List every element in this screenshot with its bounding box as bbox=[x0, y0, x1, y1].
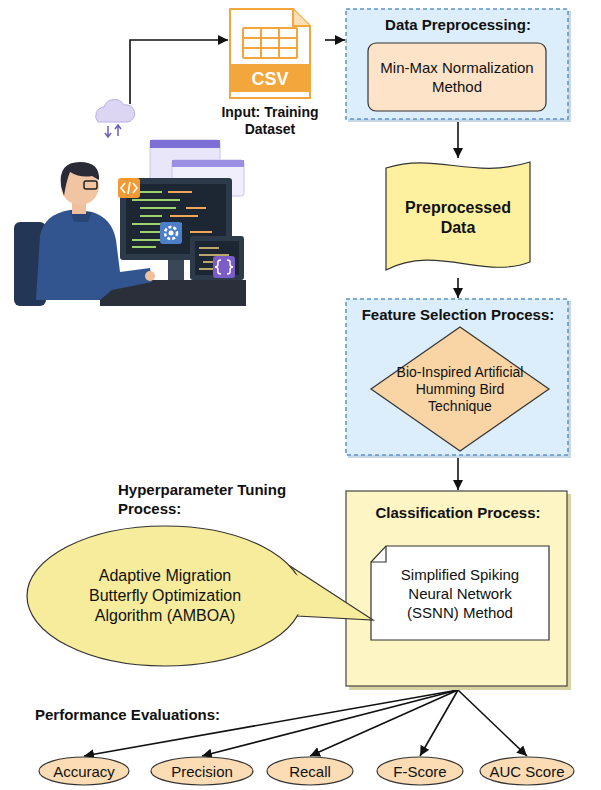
cloud-icon bbox=[96, 99, 135, 137]
metric-ellipse: Accuracy bbox=[38, 756, 130, 786]
code-tag-icon bbox=[118, 178, 140, 198]
metric-ellipse: Precision bbox=[150, 756, 254, 786]
metric-text: F-Score bbox=[393, 762, 446, 781]
data-text: Preprocessed Data bbox=[403, 198, 513, 238]
stage-box: Classification Process: Simplified Spikin… bbox=[345, 490, 571, 690]
flow-arrow bbox=[458, 690, 527, 756]
metric-text: Accuracy bbox=[53, 762, 115, 781]
metric-ellipse: AUC Score bbox=[479, 756, 575, 786]
section-label: Performance Evaluations: bbox=[35, 706, 220, 723]
flow-arrow bbox=[457, 458, 459, 490]
metric-text: Recall bbox=[289, 762, 331, 781]
stage-title: Classification Process: bbox=[375, 504, 540, 522]
flow-arrow bbox=[310, 690, 458, 756]
callout-heading: Hyperparameter Tuning Process: bbox=[118, 480, 298, 518]
flow-arrow bbox=[457, 278, 459, 298]
gear-icon bbox=[160, 222, 182, 244]
data-shape: Preprocessed Data bbox=[385, 158, 531, 278]
flow-arrow bbox=[457, 122, 459, 158]
stage-panel: Data Preprocessing: Min-Max Normalization… bbox=[345, 8, 571, 122]
flow-arrow bbox=[420, 690, 458, 756]
second-screen bbox=[190, 236, 244, 280]
input-wire bbox=[130, 40, 228, 104]
process-box: Min-Max Normalization Method bbox=[367, 42, 547, 112]
stage-title: Feature Selection Process: bbox=[362, 306, 555, 324]
process-box-outline bbox=[367, 42, 547, 112]
method-box: Simplified Spiking Neural Network (SSNN)… bbox=[370, 545, 550, 641]
dataset-file: CSV Input: Training Dataset bbox=[215, 8, 325, 153]
braces-icon bbox=[213, 256, 235, 278]
data-shape-outline bbox=[385, 158, 531, 278]
flow-arrow bbox=[202, 690, 458, 756]
method-text: Min-Max Normalization Method bbox=[377, 58, 537, 96]
flow-arrow bbox=[325, 39, 345, 41]
method-text: Simplified Spiking Neural Network (SSNN)… bbox=[385, 565, 535, 622]
metric-ellipse: Recall bbox=[266, 756, 354, 786]
metric-text: AUC Score bbox=[489, 762, 564, 781]
callout-text: Adaptive Migration Butterfly Optimizatio… bbox=[70, 566, 260, 626]
file-type: CSV bbox=[230, 66, 310, 92]
decision-diamond: Bio-Inspired Artificial Humming Bird Tec… bbox=[370, 326, 550, 452]
metric-text: Precision bbox=[171, 762, 233, 781]
technique-text: Bio-Inspired Artificial Humming Bird Tec… bbox=[394, 364, 526, 415]
input-caption: Input: Training Dataset bbox=[215, 104, 325, 138]
stage-panel: Feature Selection Process: Bio-Inspired A… bbox=[345, 298, 571, 458]
flow-arrow bbox=[84, 690, 458, 756]
stage-title: Data Preprocessing: bbox=[385, 16, 531, 34]
person bbox=[36, 162, 155, 300]
callout-bubble: Hyperparameter Tuning Process: Adaptive M… bbox=[25, 478, 305, 670]
developer-illustration bbox=[14, 40, 246, 306]
metric-ellipse: F-Score bbox=[376, 756, 464, 786]
